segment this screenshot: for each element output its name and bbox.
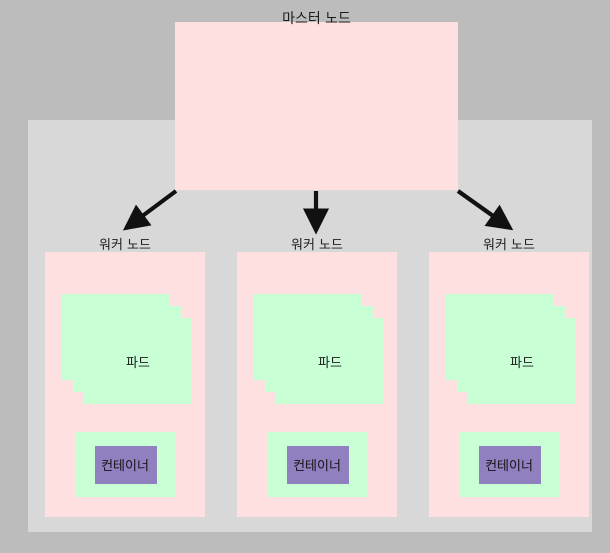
container-label-2: 컨테이너 xyxy=(293,459,341,474)
pod-stack-3[interactable]: 파드 xyxy=(446,294,576,404)
container-box-2[interactable]: 컨테이너 xyxy=(267,432,367,497)
container-inner-rect xyxy=(95,446,157,484)
container-inner-rect xyxy=(287,446,349,484)
worker-node-label-3: 워커 노드 xyxy=(483,238,535,253)
pod-label-1: 파드 xyxy=(126,355,150,371)
master-node-label: 마스터 노드 xyxy=(282,11,351,27)
pod-sheet-front xyxy=(468,318,576,404)
container-label-1: 컨테이너 xyxy=(101,459,149,474)
pod-stack-2[interactable]: 파드 xyxy=(254,294,384,404)
container-inner-rect xyxy=(479,446,541,484)
worker-node-label-1: 워커 노드 xyxy=(99,238,151,253)
worker-node-box-2[interactable]: 파드 컨테이너 xyxy=(237,252,397,517)
pod-sheet-front xyxy=(276,318,384,404)
worker-node-box-1[interactable]: 파드 컨테이너 xyxy=(45,252,205,517)
pod-label-3: 파드 xyxy=(510,355,534,371)
master-node-box[interactable] xyxy=(175,22,458,190)
container-label-3: 컨테이너 xyxy=(485,459,533,474)
pod-sheet-front xyxy=(84,318,192,404)
worker-node-label-2: 워커 노드 xyxy=(291,238,343,253)
container-box-1[interactable]: 컨테이너 xyxy=(75,432,175,497)
pod-stack-1[interactable]: 파드 xyxy=(62,294,192,404)
worker-node-box-3[interactable]: 파드 컨테이너 xyxy=(429,252,589,517)
pod-label-2: 파드 xyxy=(318,355,342,371)
container-box-3[interactable]: 컨테이너 xyxy=(459,432,559,497)
